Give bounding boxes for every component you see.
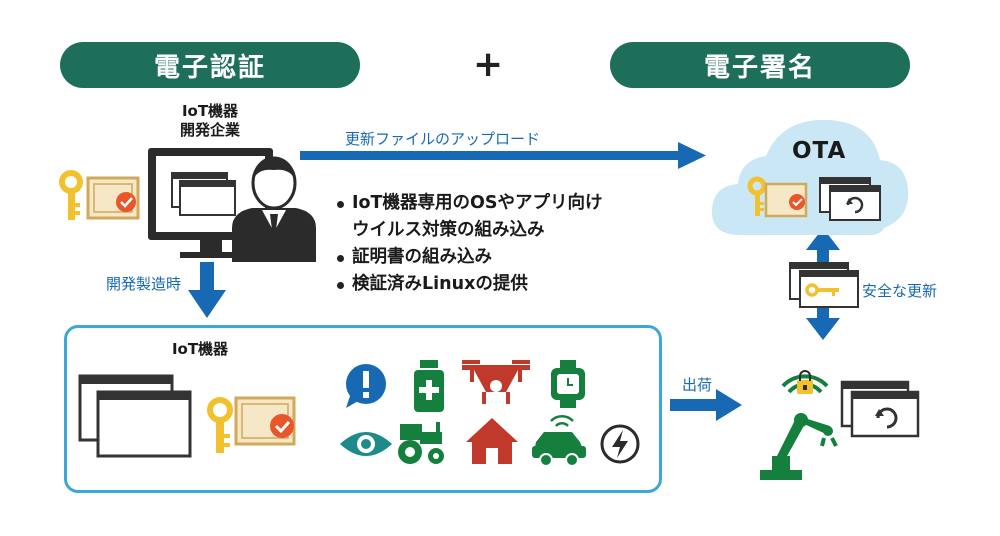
developer-title-line1: IoT機器 <box>181 102 239 120</box>
power-bolt-icon <box>600 424 640 464</box>
e-signature-label: 電子署名 <box>703 52 816 83</box>
key-window-icon <box>789 262 859 308</box>
feature-text: IoT機器専用のOSやアプリ向け <box>352 193 603 213</box>
shipping-arrow <box>670 389 742 421</box>
businessman-icon <box>232 156 316 262</box>
key-icon-cloud <box>747 176 767 216</box>
feature-list: IoT機器専用のOSやアプリ向け ウイルス対策の組み込み 証明書の組み込み 検証… <box>336 190 602 298</box>
feature-item: 検証済みLinuxの提供 <box>336 271 602 298</box>
update-window-icon-cloud <box>819 177 881 221</box>
tractor-icon <box>398 422 444 464</box>
e-authentication-pill: 電子認証 <box>60 42 360 88</box>
secure-update-label: 安全な更新 <box>862 282 938 300</box>
manufacturing-arrow <box>188 262 226 318</box>
connected-car-icon <box>532 414 586 467</box>
house-icon <box>466 418 518 464</box>
ota-title: OTA <box>792 138 847 164</box>
robot-arm-icon <box>760 413 838 480</box>
upload-arrow <box>300 142 706 169</box>
update-window-icon-device <box>840 380 920 438</box>
iot-device-box <box>64 325 662 493</box>
e-signature-pill: 電子署名 <box>610 42 910 88</box>
eye-icon <box>340 432 392 456</box>
key-icon-device <box>207 397 233 453</box>
developer-title: IoT機器 開発企業 <box>150 102 270 140</box>
manufacturing-label: 開発製造時 <box>106 275 182 293</box>
feature-item: 証明書の組み込み <box>336 244 602 271</box>
certificate-icon-device <box>234 396 296 446</box>
certificate-icon-cloud <box>764 182 808 218</box>
shipping-label: 出荷 <box>682 376 713 394</box>
feature-text: 証明書の組み込み <box>352 247 492 267</box>
plus-sign: + <box>473 44 504 85</box>
certificate-icon-developer <box>86 176 140 220</box>
wifi-lock-icon <box>781 370 829 394</box>
drone-icon <box>462 360 530 404</box>
developer-title-line2: 開発企業 <box>179 121 240 139</box>
e-authentication-label: 電子認証 <box>153 52 266 83</box>
feature-item: IoT機器専用のOSやアプリ向け <box>336 190 602 217</box>
feature-text: 検証済みLinuxの提供 <box>352 274 528 294</box>
smartwatch-icon <box>551 360 585 408</box>
upload-label: 更新ファイルのアップロード <box>345 130 541 148</box>
medicine-bottle-icon <box>414 360 444 412</box>
device-box-title: IoT機器 <box>171 340 229 358</box>
alert-bubble-icon <box>346 364 386 408</box>
key-icon-developer <box>59 170 83 220</box>
device-window-icon <box>78 374 192 458</box>
feature-text-continued: ウイルス対策の組み込み <box>352 220 545 240</box>
